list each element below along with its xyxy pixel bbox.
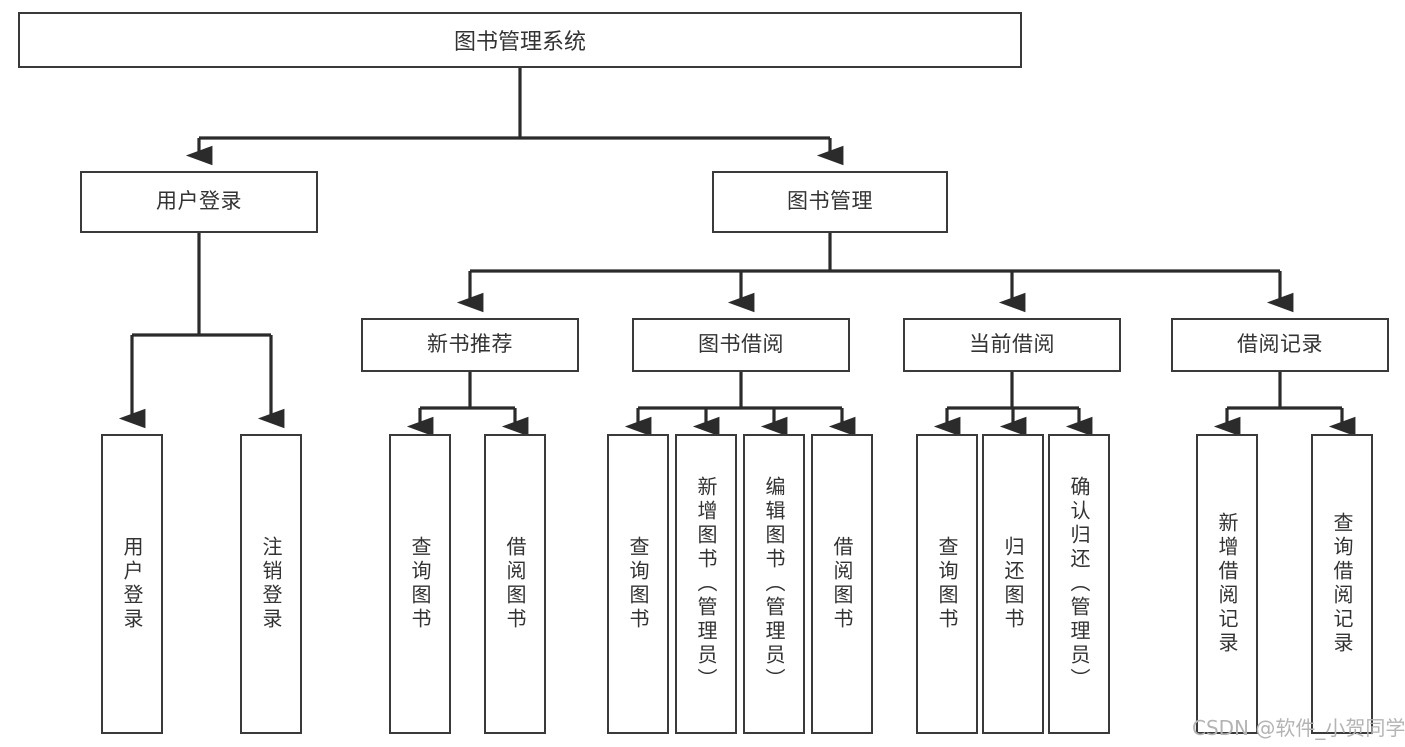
leaf-label: 归还图书: [1001, 536, 1025, 632]
node-leaf-user-login[interactable]: 用户登录: [101, 434, 163, 734]
node-leaf-query-record[interactable]: 查询借阅记录: [1311, 434, 1373, 734]
node-leaf-edit-book[interactable]: 编辑图书（管理员）: [743, 434, 805, 734]
leaf-label: 查询图书: [935, 536, 959, 632]
leaf-label: 确认归还（管理员）: [1067, 476, 1091, 692]
leaf-label: 借阅图书: [830, 536, 854, 632]
node-leaf-confirm-return[interactable]: 确认归还（管理员）: [1048, 434, 1110, 734]
node-leaf-return-book[interactable]: 归还图书: [982, 434, 1044, 734]
node-new-book-recommend[interactable]: 新书推荐: [361, 318, 579, 372]
node-leaf-user-logout[interactable]: 注销登录: [240, 434, 302, 734]
leaf-label: 借阅图书: [503, 536, 527, 632]
node-borrow-record[interactable]: 借阅记录: [1171, 318, 1389, 372]
node-leaf-query-book-cur[interactable]: 查询图书: [916, 434, 978, 734]
leaf-label: 查询图书: [626, 536, 650, 632]
node-current-borrow[interactable]: 当前借阅: [903, 318, 1121, 372]
leaf-label: 注销登录: [259, 536, 283, 632]
node-user-login[interactable]: 用户登录: [80, 171, 318, 233]
node-leaf-borrow-book-bor[interactable]: 借阅图书: [811, 434, 873, 734]
leaf-label: 新增借阅记录: [1215, 512, 1239, 656]
leaf-label: 查询借阅记录: [1330, 512, 1354, 656]
node-leaf-add-book[interactable]: 新增图书（管理员）: [675, 434, 737, 734]
leaf-label: 查询图书: [408, 536, 432, 632]
node-leaf-query-book-bor[interactable]: 查询图书: [607, 434, 669, 734]
csdn-watermark: CSDN @软件_小贺同学: [1192, 716, 1405, 740]
leaf-label: 用户登录: [120, 536, 144, 632]
node-root[interactable]: 图书管理系统: [18, 12, 1022, 68]
leaf-label: 编辑图书（管理员）: [762, 476, 786, 692]
leaf-label: 新增图书（管理员）: [694, 476, 718, 692]
node-book-manage[interactable]: 图书管理: [712, 171, 948, 233]
node-leaf-add-record[interactable]: 新增借阅记录: [1196, 434, 1258, 734]
node-book-borrow[interactable]: 图书借阅: [632, 318, 850, 372]
node-leaf-borrow-book-rec[interactable]: 借阅图书: [484, 434, 546, 734]
node-leaf-query-book-rec[interactable]: 查询图书: [389, 434, 451, 734]
